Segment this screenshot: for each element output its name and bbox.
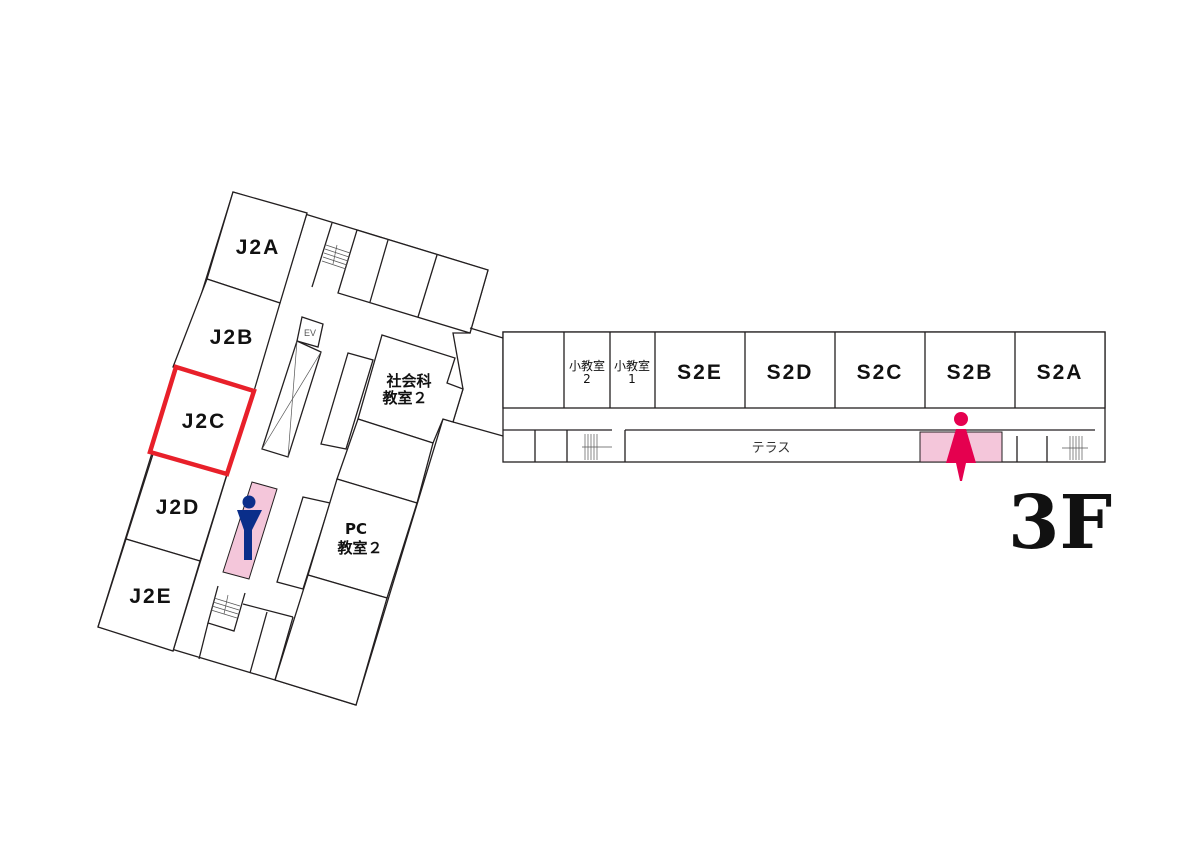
stairs-icon — [582, 434, 612, 460]
social-room-label-2: 教室２ — [381, 389, 427, 407]
room-label-S2B[interactable]: S2B — [947, 361, 994, 384]
room-label-J2C: J2C — [182, 410, 227, 433]
top-rooms — [337, 229, 489, 334]
room-label-S2D[interactable]: S2D — [767, 361, 814, 384]
female-restroom-icon — [946, 412, 976, 481]
male-restroom-icon — [237, 495, 262, 560]
pc-room-label-1: PC — [345, 520, 367, 538]
social-room-label-1: 社会科 — [385, 372, 431, 390]
room-J2E[interactable] — [97, 538, 201, 652]
room-label-J2D: J2D — [156, 496, 201, 519]
room-bottom — [274, 574, 388, 706]
terrace-label: テラス — [752, 441, 791, 456]
floor-label: 3F — [1008, 480, 1112, 566]
small-room-1-label-2: 1 — [628, 372, 636, 386]
stairs-icon — [210, 594, 241, 619]
small-room-2-label-1: 小教室 — [569, 358, 605, 373]
right-wing: テラス 小教室 2 小教室 1 S2E S2D S2C S2B S2A — [502, 331, 1106, 481]
room-label-J2B: J2B — [210, 326, 255, 349]
room-label-S2C[interactable]: S2C — [857, 361, 904, 384]
elevator-label: EV — [304, 328, 316, 338]
room-label-S2E[interactable]: S2E — [677, 361, 723, 384]
room-label-J2A: J2A — [236, 236, 281, 259]
room-label-S2A[interactable]: S2A — [1037, 361, 1084, 384]
left-wing: EV 社会科 教室２ PC 教室２ J2A — [97, 191, 489, 706]
pc-room-label-2: 教室２ — [336, 539, 382, 557]
column-block — [320, 352, 374, 450]
room-J2C[interactable] — [147, 364, 257, 477]
small-room-1-label-1: 小教室 — [614, 358, 650, 373]
stairs-icon — [1062, 436, 1088, 460]
elevator — [296, 316, 324, 348]
room-label-J2E: J2E — [129, 585, 172, 608]
stairs-icon — [321, 244, 351, 270]
small-room-2-label-2: 2 — [583, 372, 591, 386]
